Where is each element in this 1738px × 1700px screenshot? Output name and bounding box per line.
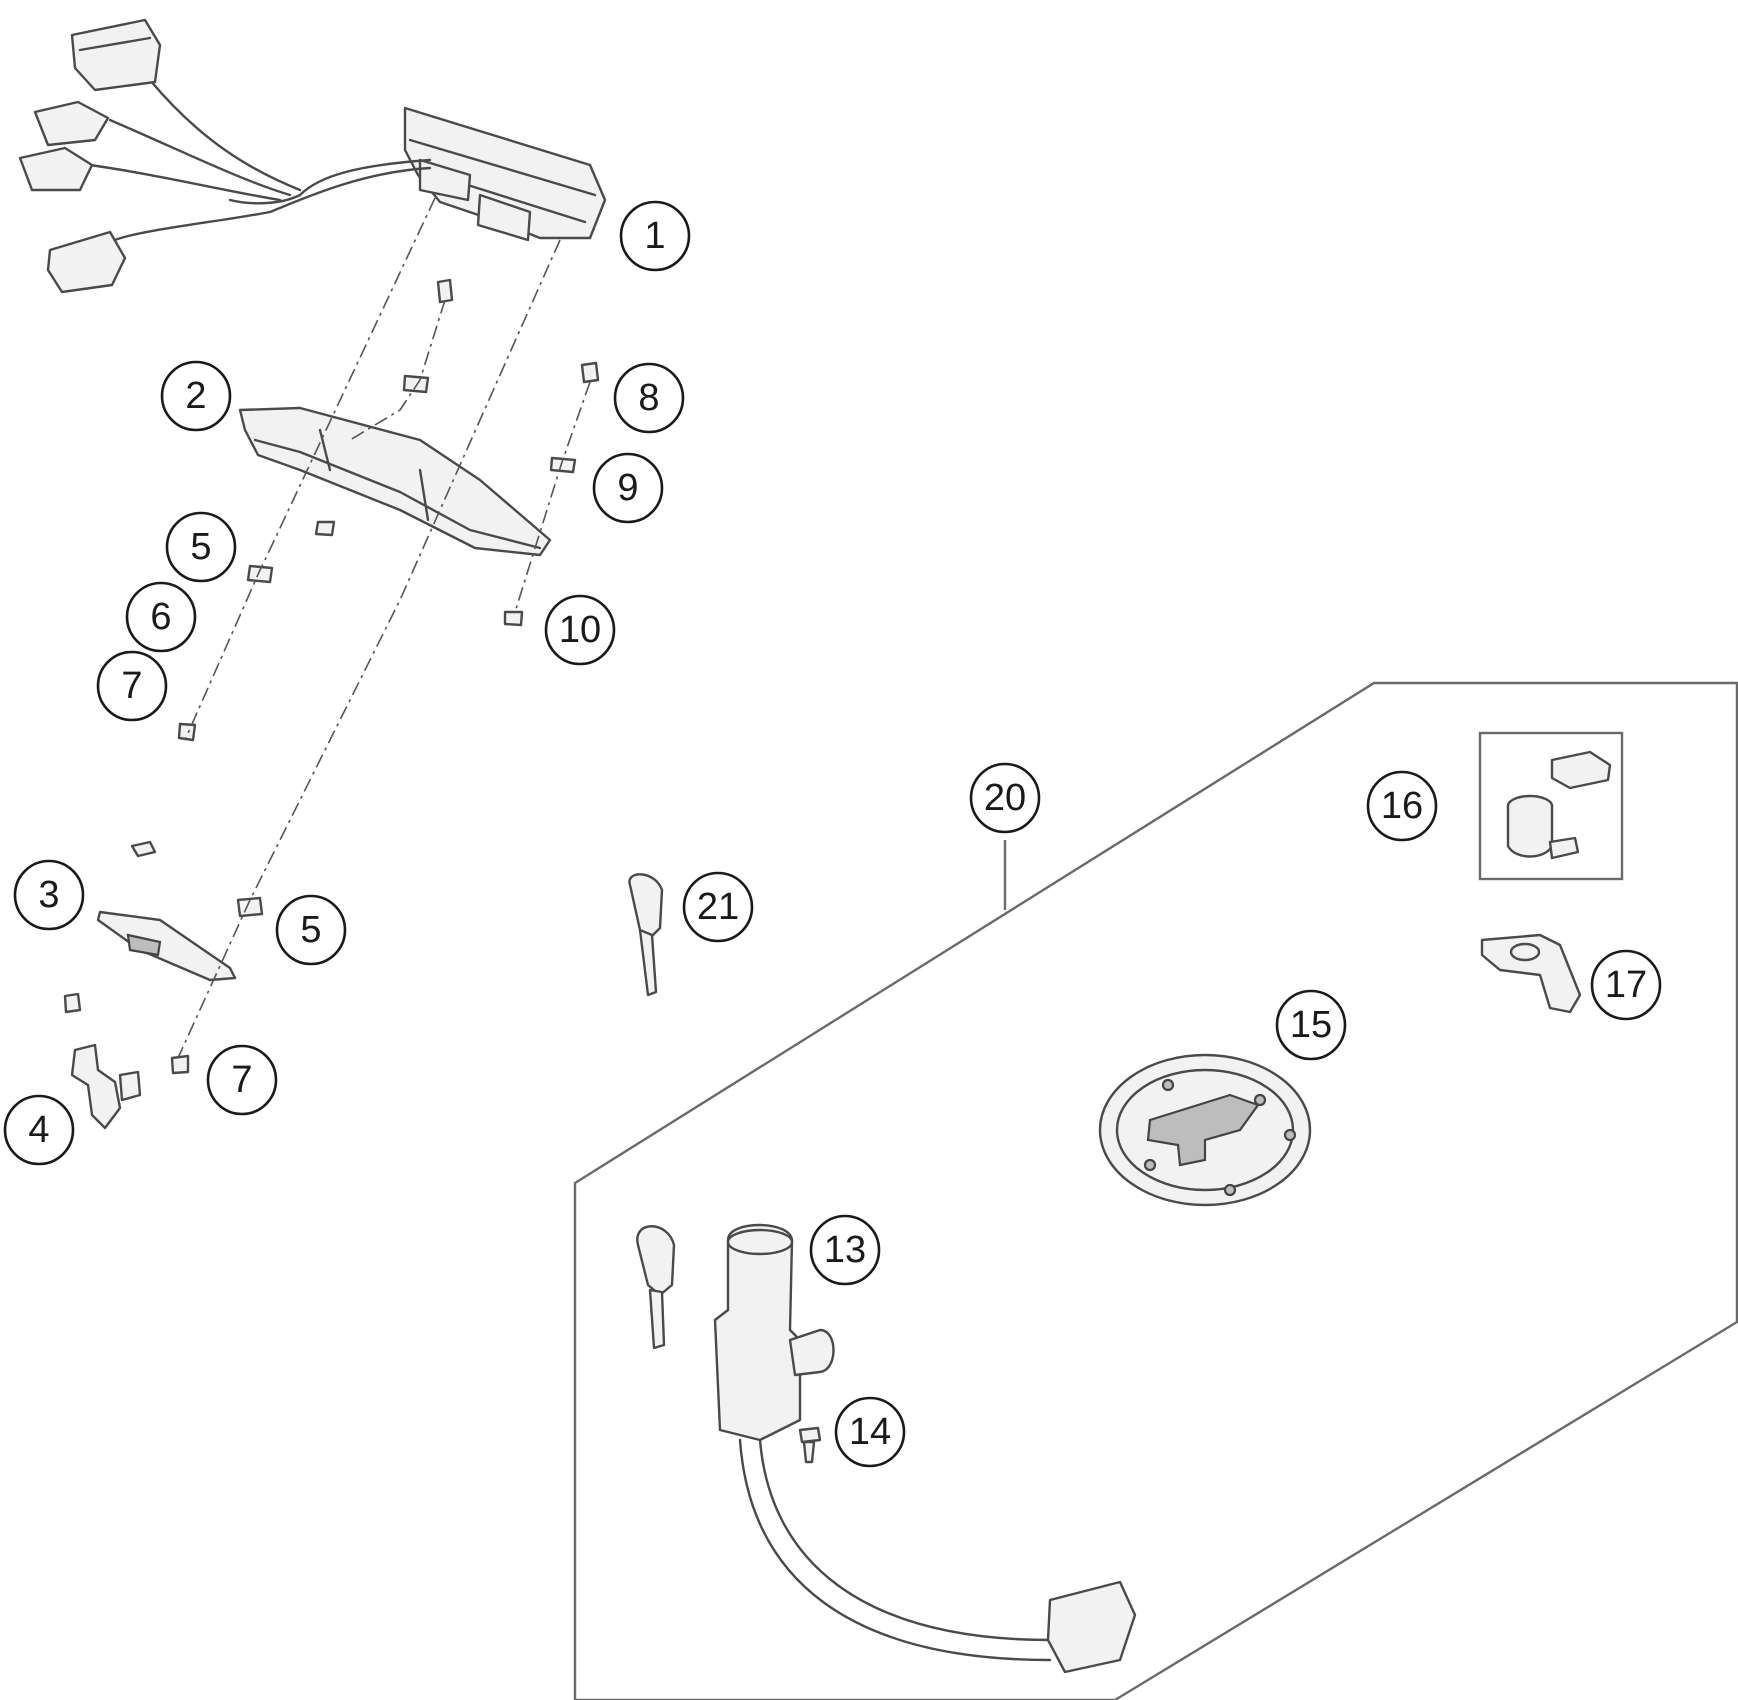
callout-14: 14 [834, 1396, 906, 1468]
callout-20: 20 [969, 762, 1041, 834]
fuel-cap [1098, 1053, 1312, 1207]
callout-21: 21 [682, 871, 754, 943]
callout-5-lower: 5 [275, 894, 347, 966]
callout-2-label: 2 [185, 375, 206, 417]
callout-16: 16 [1366, 770, 1438, 842]
callout-8: 8 [613, 362, 685, 434]
mounting-bracket [238, 406, 552, 557]
callout-10: 10 [544, 594, 616, 666]
lock-set-frame [573, 681, 1738, 1700]
callout-20-label: 20 [984, 777, 1026, 819]
callout-3-label: 3 [38, 874, 59, 916]
retaining-clip [1480, 933, 1582, 1014]
callout-5-upper-label: 5 [190, 526, 211, 568]
bracket-hardware [177, 278, 600, 742]
callout-5-upper: 5 [165, 511, 237, 583]
callout-13-label: 13 [824, 1229, 866, 1271]
callout-1-label: 1 [644, 215, 665, 257]
lock-insert [1506, 750, 1612, 860]
callout-6: 6 [125, 581, 197, 653]
callout-7-lower: 7 [206, 1044, 278, 1116]
callout-15: 15 [1275, 989, 1347, 1061]
callout-14-label: 14 [849, 1411, 891, 1453]
screw [798, 1426, 822, 1464]
callout-5-lower-label: 5 [300, 909, 321, 951]
callout-7-upper: 7 [96, 650, 168, 722]
callout-4-label: 4 [28, 1109, 49, 1151]
callout-15-label: 15 [1290, 1004, 1332, 1046]
callout-7-upper-label: 7 [121, 665, 142, 707]
callout-3: 3 [13, 859, 85, 931]
instrument-cluster [18, 18, 607, 294]
callout-17-label: 17 [1605, 964, 1647, 1006]
callout-2: 2 [160, 360, 232, 432]
callout-4: 4 [3, 1094, 75, 1166]
ignition-lock [636, 1223, 1137, 1674]
clip-bracket [63, 992, 190, 1130]
callout-16-label: 16 [1381, 785, 1423, 827]
key [628, 873, 664, 997]
callout-10-label: 10 [559, 609, 601, 651]
lower-plate [96, 840, 264, 982]
callout-13: 13 [809, 1214, 881, 1286]
callout-9: 9 [592, 452, 664, 524]
callout-9-label: 9 [617, 467, 638, 509]
callout-8-label: 8 [638, 377, 659, 419]
callout-1: 1 [619, 200, 691, 272]
callout-17: 17 [1590, 949, 1662, 1021]
callout-7-lower-label: 7 [231, 1059, 252, 1101]
callout-6-label: 6 [150, 596, 171, 638]
leader-lines [177, 197, 591, 1059]
callout-21-label: 21 [697, 886, 739, 928]
